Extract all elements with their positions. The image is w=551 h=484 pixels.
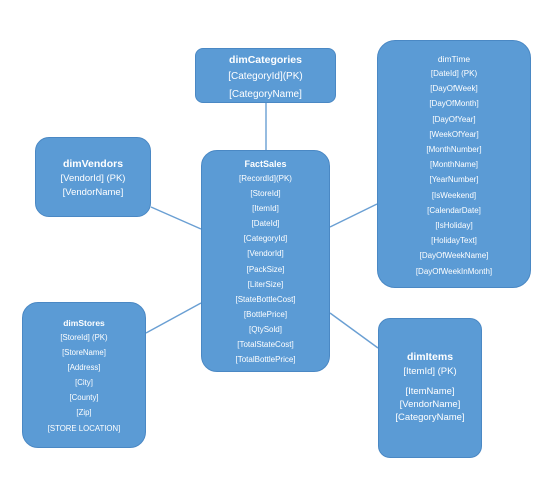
table-field: [IsHoliday] bbox=[435, 221, 473, 231]
table-title: FactSales bbox=[244, 159, 287, 169]
connector-fact-items bbox=[329, 312, 379, 349]
table-title: dimCategories bbox=[229, 54, 302, 66]
table-field: [CategoryName] bbox=[229, 89, 302, 100]
table-field: [DateId] bbox=[251, 219, 280, 229]
table-dimstores: dimStores [StoreId] (PK) [StoreName] [Ad… bbox=[22, 302, 146, 448]
table-field: [StoreId] bbox=[250, 189, 281, 199]
table-field: [TotalBottlePrice] bbox=[235, 355, 296, 365]
table-field: [Address] bbox=[67, 363, 101, 373]
table-title: dimStores bbox=[63, 318, 105, 328]
table-field: [CategoryId] bbox=[243, 234, 288, 244]
table-field: [StoreName] bbox=[62, 348, 106, 358]
table-title: dimVendors bbox=[62, 158, 124, 170]
table-field: [STORE LOCATION] bbox=[47, 423, 121, 433]
table-field: [WeekOfYear] bbox=[429, 129, 479, 139]
table-dimitems: dimItems [ItemId] (PK) [ItemName] [Vendo… bbox=[378, 318, 482, 458]
table-field: [BottlePrice] bbox=[243, 309, 288, 319]
table-field: [VendorId] bbox=[247, 249, 284, 259]
table-dimvendors: dimVendors [VendorId] (PK) [VendorName] bbox=[35, 137, 151, 217]
table-field: [CalendarDate] bbox=[427, 205, 481, 215]
table-field: [DayOfWeekName] bbox=[419, 251, 489, 261]
table-field: [RecordId](PK) bbox=[239, 174, 292, 183]
table-field: [MonthNumber] bbox=[426, 145, 482, 155]
table-field: [StateBottleCost] bbox=[235, 294, 296, 304]
table-field: [StoreId] (PK) bbox=[60, 333, 108, 342]
table-field: [ItemName] bbox=[405, 386, 455, 397]
table-field: [VendorName] bbox=[62, 187, 124, 198]
table-dimcategories: dimCategories [CategoryId](PK) [Category… bbox=[195, 48, 336, 103]
table-field: [County] bbox=[69, 393, 99, 403]
table-field: [IsWeekend] bbox=[431, 190, 477, 200]
table-title: dimTime bbox=[437, 54, 471, 64]
table-field: [PackSize] bbox=[246, 264, 285, 274]
table-field: [VendorId] (PK) bbox=[60, 173, 126, 184]
table-factsales: FactSales [RecordId](PK) [StoreId] [Item… bbox=[201, 150, 330, 372]
connector-fact-vendors bbox=[150, 206, 202, 230]
table-field: [HolidayText] bbox=[431, 236, 477, 246]
connector-fact-stores bbox=[145, 302, 202, 334]
table-field: [QtySold] bbox=[249, 324, 282, 334]
table-field: [ItemId] (PK) bbox=[403, 366, 457, 377]
table-field: [DayOfWeek] bbox=[430, 84, 478, 94]
table-field: [CategoryName] bbox=[395, 412, 465, 423]
table-dimtime: dimTime [DateId] (PK) [DayOfWeek] [DayOf… bbox=[377, 40, 531, 288]
table-field: [YearNumber] bbox=[429, 175, 479, 185]
table-field: [Zip] bbox=[76, 408, 92, 418]
table-field: [City] bbox=[75, 378, 93, 388]
table-field: [DayOfWeekInMonth] bbox=[415, 266, 493, 276]
table-field: [ItemId] bbox=[252, 204, 279, 214]
table-field: [MonthName] bbox=[429, 160, 479, 170]
table-field: [VendorName] bbox=[399, 399, 461, 410]
table-field: [DayOfYear] bbox=[432, 114, 476, 124]
table-field: [TotalStateCost] bbox=[237, 340, 294, 350]
table-field: [DayOfMonth] bbox=[429, 99, 479, 109]
table-field: [DateId] (PK) bbox=[430, 69, 478, 78]
table-field: [LiterSize] bbox=[247, 279, 284, 289]
table-field: [CategoryId](PK) bbox=[228, 71, 303, 82]
table-title: dimItems bbox=[406, 351, 454, 363]
connector-fact-time bbox=[329, 203, 378, 228]
